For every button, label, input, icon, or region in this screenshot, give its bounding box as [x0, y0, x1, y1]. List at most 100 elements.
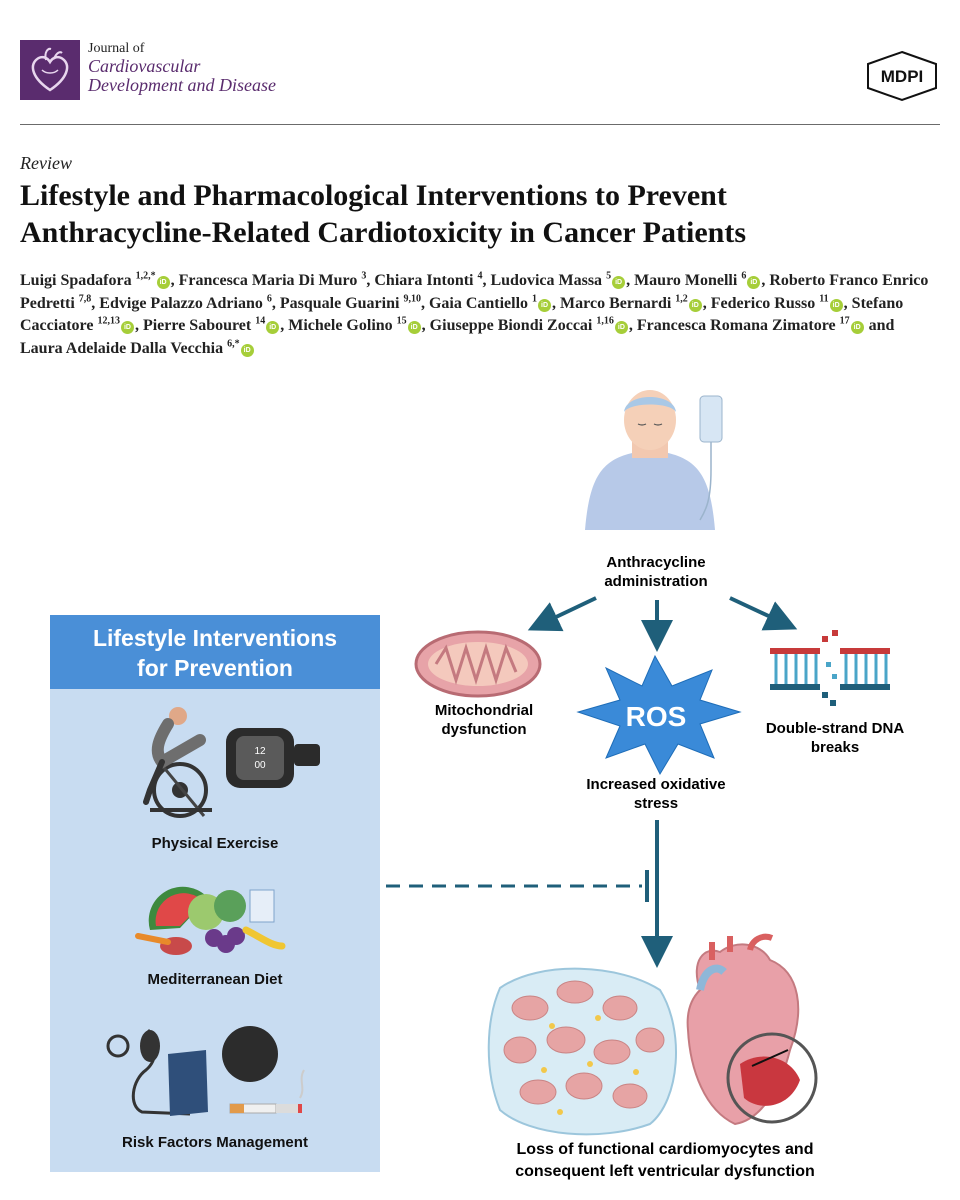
watch-time-top: 12: [254, 746, 266, 757]
author-name: Chiara Intonti: [374, 272, 474, 289]
journal-logo: [20, 40, 80, 100]
ros-burst-icon: [576, 654, 742, 776]
author-item: Francesca Maria Di Muro 3: [178, 270, 367, 289]
author-name: Pierre Sabouret: [142, 317, 252, 334]
orcid-icon[interactable]: iD: [266, 321, 280, 334]
author-affiliation: 7,8: [78, 293, 92, 305]
admin-line1: Anthracycline: [606, 554, 705, 571]
author-name: Pasquale Guarini: [279, 294, 400, 312]
author-name: Francesca Romana Zimatore: [636, 317, 836, 334]
orcid-icon[interactable]: iD: [850, 321, 864, 334]
smartwatch-icon: 12 00: [226, 728, 320, 788]
orcid-icon[interactable]: iD: [407, 321, 421, 334]
author-affiliation: 14: [255, 315, 266, 327]
author-name: Marco Bernardi: [560, 294, 672, 312]
mdpi-logo: MDPI: [864, 50, 940, 102]
author-item: Francesca Romana Zimatore 17iD: [636, 315, 865, 334]
author-affiliation: 6: [741, 270, 747, 282]
author-item: Roberto Franco Enrico Pedretti 7,8: [20, 272, 928, 312]
lifestyle-panel: [50, 615, 380, 1172]
orcid-icon[interactable]: iD: [156, 276, 170, 289]
publisher-name: MDPI: [881, 67, 924, 86]
panel-title-line1: Lifestyle Interventions: [92, 625, 338, 651]
outcome-line2: consequent left ventricular dysfunction: [515, 1163, 815, 1180]
blood-pressure-cuff-icon: [106, 1028, 208, 1116]
food-icon: [135, 886, 286, 955]
author-affiliation: 6: [266, 293, 272, 305]
patient-iv-icon: [585, 390, 723, 530]
title-line2: Anthracycline-Related Cardiotoxicity in …: [20, 215, 746, 249]
panel-title-line2: for Prevention: [137, 655, 293, 681]
author-name: Ludovica Massa: [490, 272, 603, 289]
orcid-icon[interactable]: iD: [688, 298, 702, 312]
panel-item-risk: Risk Factors Management: [122, 1134, 308, 1151]
journal-name: Journal of Cardiovascular Development an…: [88, 41, 276, 95]
author-affiliation: 4: [477, 270, 483, 282]
author-item: Stefano Cacciatore 12,13iD: [20, 294, 904, 335]
oxidative-line2: stress: [634, 795, 678, 812]
orcid-icon[interactable]: iD: [120, 321, 134, 334]
heart-logo-icon: [31, 47, 69, 92]
scale-device-icon: [222, 1026, 278, 1082]
author-item: Pasquale Guarini 9,10: [279, 293, 421, 312]
journal-line1: Journal of: [88, 41, 145, 56]
journal-line3: Development and Disease: [88, 74, 276, 95]
arrow-to-dna: [729, 596, 798, 631]
author-name: Mauro Monelli: [634, 272, 738, 289]
author-name: Stefano Cacciatore: [20, 294, 904, 335]
author-name: Roberto Franco Enrico Pedretti: [20, 272, 929, 312]
orcid-icon[interactable]: iD: [614, 321, 628, 334]
article-type: Review: [20, 153, 72, 173]
myocardium-tissue-icon: [487, 967, 677, 1136]
author-name: Edvige Palazzo Adriano: [99, 294, 263, 312]
journal-line2: Cardiovascular: [88, 55, 201, 76]
author-item: Luigi Spadafora 1,2,*iD: [20, 270, 171, 289]
author-item: Ludovica Massa 5iD: [490, 270, 626, 289]
author-affiliation: 17: [839, 315, 850, 327]
author-item: Chiara Intonti 4: [374, 270, 483, 289]
author-affiliation: 12,13: [97, 315, 120, 327]
author-affiliation: 1: [532, 293, 538, 305]
author-name: Luigi Spadafora: [20, 272, 132, 289]
author-list: Luigi Spadafora 1,2,*iD, Francesca Maria…: [20, 270, 929, 357]
author-affiliation: 15: [396, 315, 407, 327]
author-affiliation: 1,2,*: [135, 270, 156, 282]
author-affiliation: 11: [819, 293, 829, 305]
orcid-icon[interactable]: iD: [538, 298, 552, 312]
author-item: Mauro Monelli 6iD: [634, 270, 761, 289]
exercise-bike-icon: [143, 707, 212, 818]
orcid-icon[interactable]: iD: [829, 298, 843, 312]
mitochondrion-icon: [414, 630, 542, 698]
author-name: Giuseppe Biondi Zoccai: [429, 317, 593, 334]
mito-line1: Mitochondrial: [435, 702, 533, 719]
article-title: Lifestyle and Pharmacological Interventi…: [20, 178, 940, 251]
author-item: Marco Bernardi 1,2iD: [560, 294, 703, 312]
dna-line1: Double-strand DNA: [766, 720, 905, 737]
author-affiliation: 5: [606, 270, 612, 282]
author-name: Francesca Maria Di Muro: [178, 272, 358, 289]
author-item: Gaia Cantiello 1iD: [428, 293, 552, 312]
author-item: Federico Russo 11iD: [711, 293, 844, 312]
orcid-icon[interactable]: iD: [747, 276, 761, 289]
mdpi-logo-icon: MDPI: [867, 50, 937, 102]
orcid-icon[interactable]: iD: [240, 343, 254, 357]
author-name: Gaia Cantiello: [428, 294, 529, 312]
lifestyle-panel-title: Lifestyle Interventions for Prevention: [50, 615, 380, 689]
author-affiliation: 1,16: [596, 315, 614, 327]
arrow-to-mito: [527, 596, 597, 632]
header-divider: [20, 124, 940, 125]
dna-line2: breaks: [811, 739, 859, 756]
watch-time-bottom: 00: [254, 760, 266, 771]
author-affiliation: 9,10: [403, 293, 421, 305]
author-conjunction: and: [868, 317, 895, 334]
author-affiliation: 3: [361, 270, 367, 282]
orcid-icon[interactable]: iD: [612, 276, 626, 289]
author-affiliation: 6,*: [227, 338, 240, 350]
author-item: Laura Adelaide Dalla Vecchia 6,*iD: [20, 338, 255, 357]
panel-item-diet: Mediterranean Diet: [147, 971, 283, 988]
ros-label: ROS: [626, 701, 687, 732]
cigarette-icon: [229, 1069, 305, 1114]
outcome-line1: Loss of functional cardiomyocytes and: [517, 1141, 814, 1158]
oxidative-line1: Increased oxidative: [586, 776, 725, 793]
